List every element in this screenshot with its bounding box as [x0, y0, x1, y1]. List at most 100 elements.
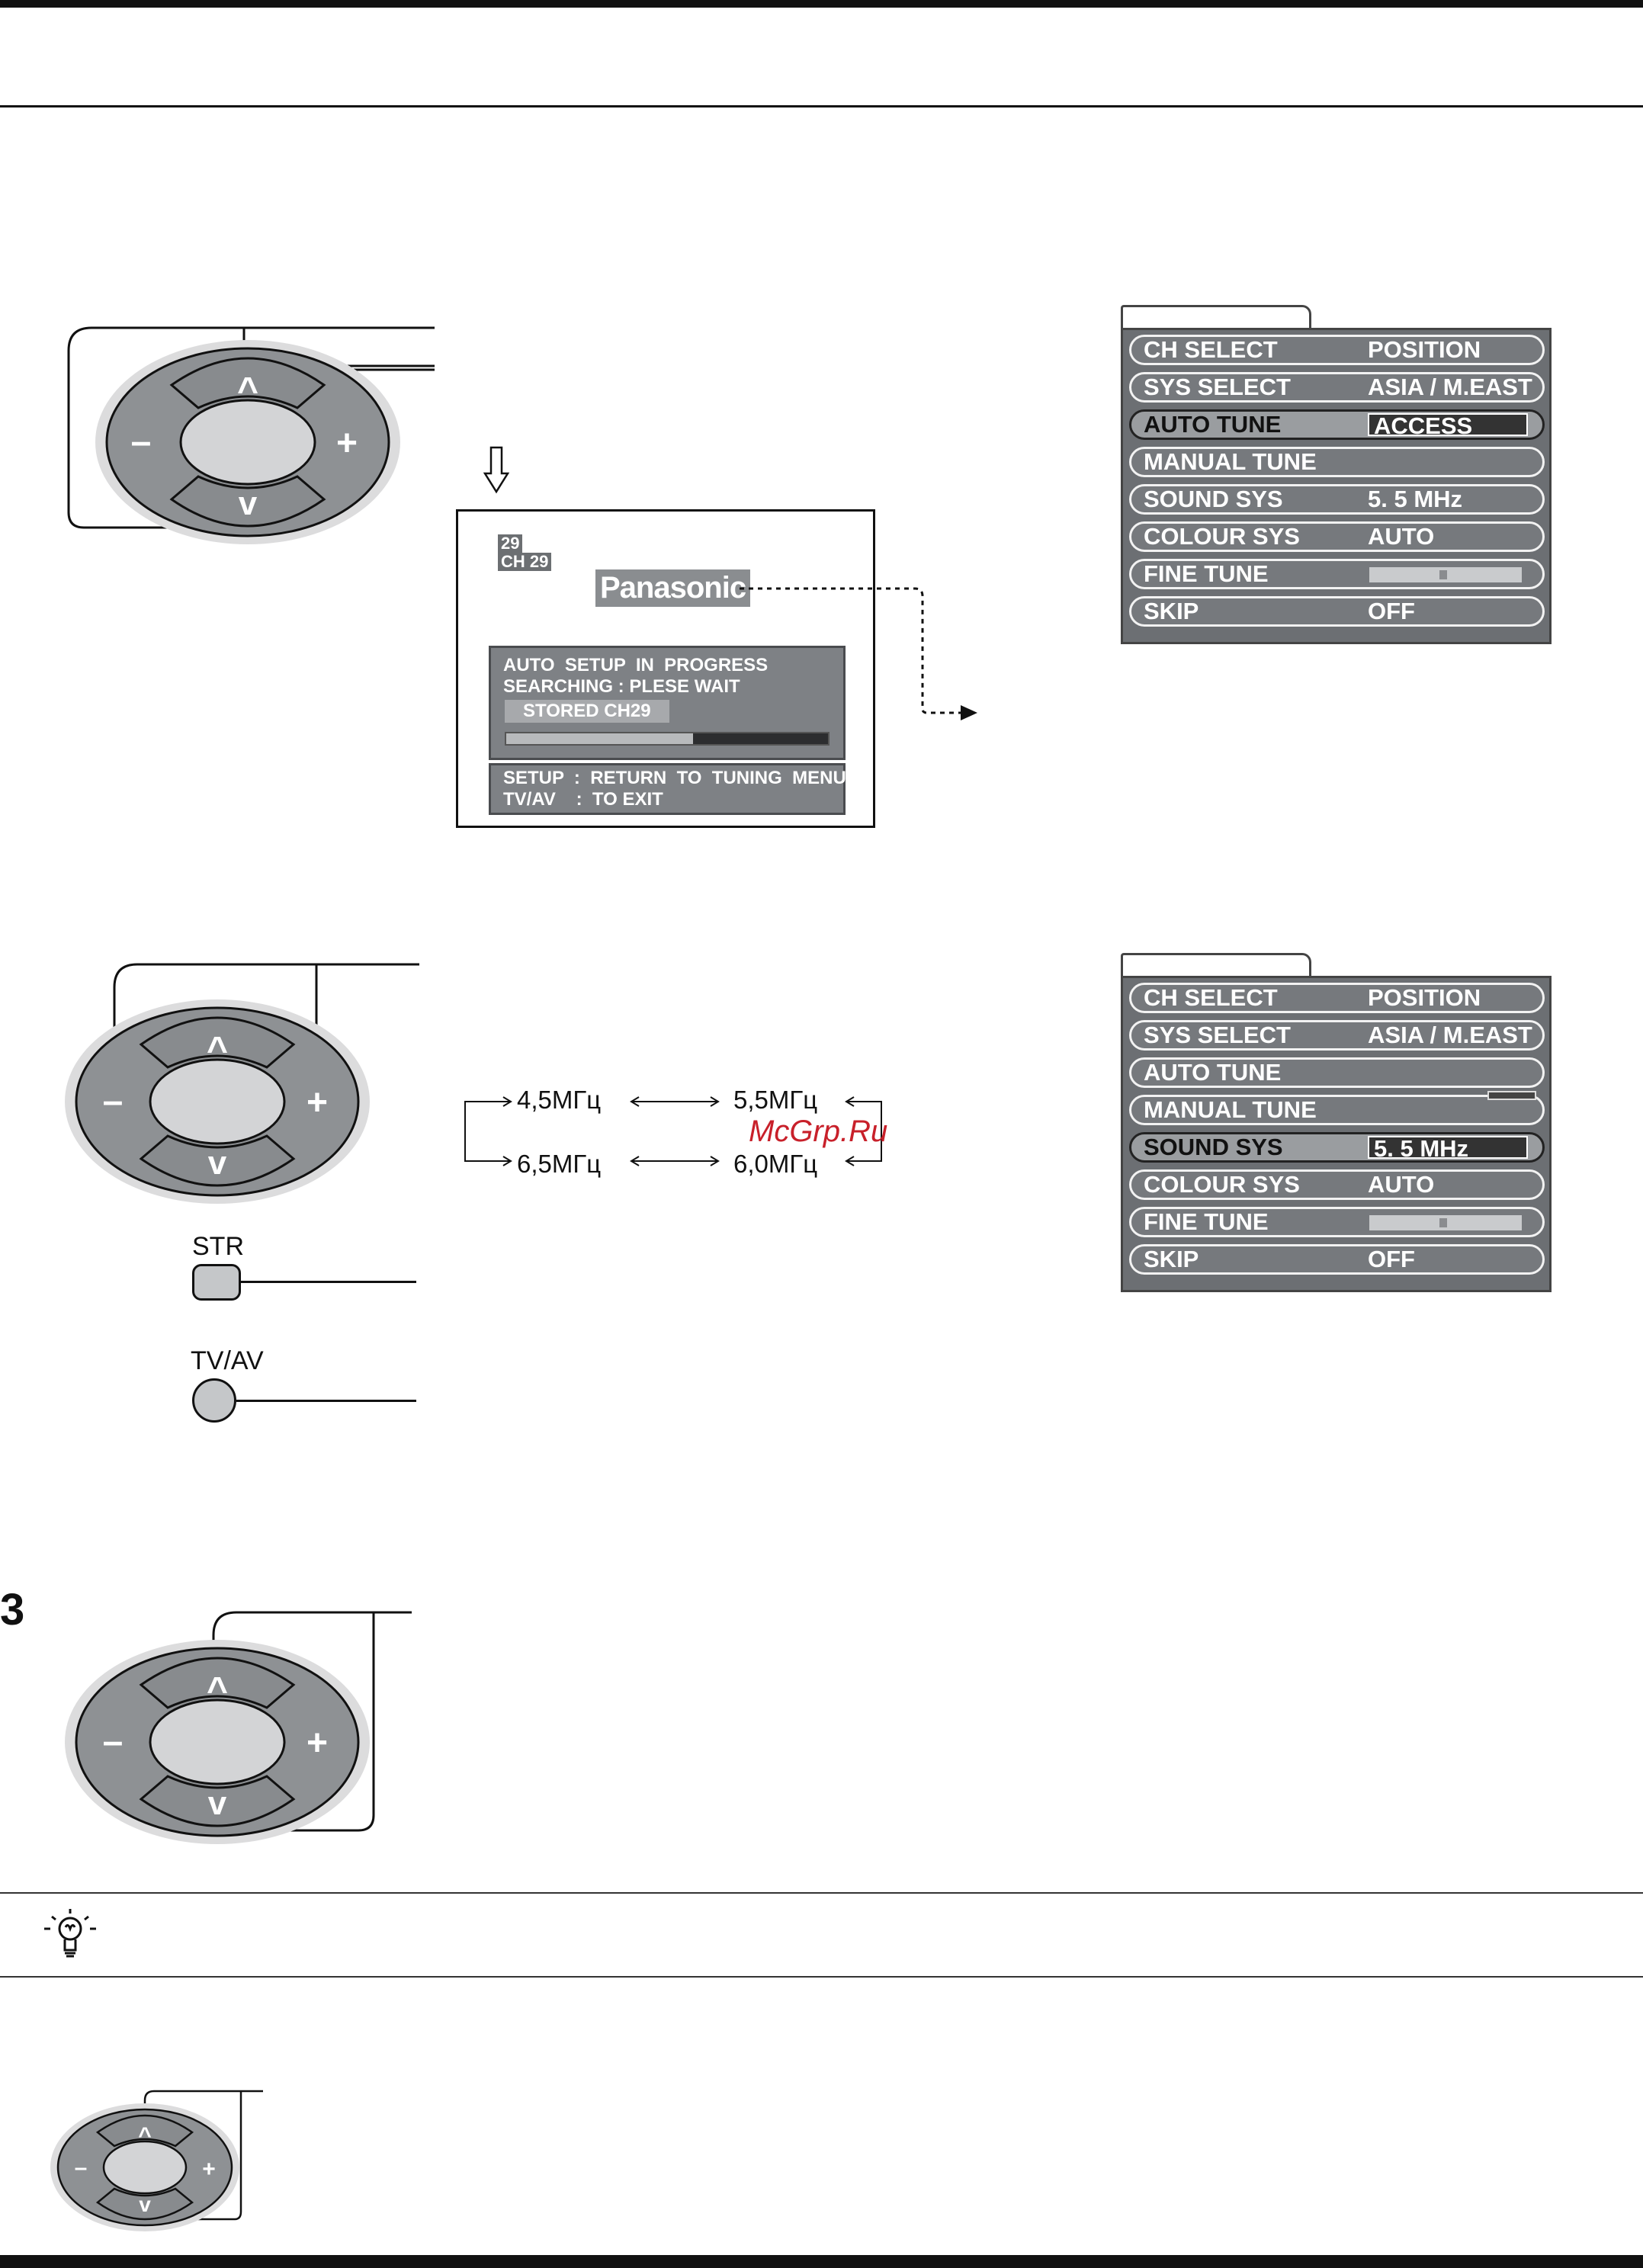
- tvav-label: TV/AV: [191, 1346, 264, 1375]
- slider-knob[interactable]: [1439, 570, 1447, 579]
- menu-row-value: ACCESS: [1368, 413, 1528, 438]
- hint-line-1: SETUP : RETURN TO TUNING MENU: [503, 768, 846, 788]
- watermark: McGrp.Ru: [749, 1115, 888, 1148]
- tvav-callout-line: [236, 1400, 416, 1402]
- progress-bar: [505, 732, 830, 746]
- menu-row-label: FINE TUNE: [1144, 560, 1269, 587]
- remote-pad-1: ^ v – +: [67, 326, 435, 544]
- brand-logo: Panasonic: [595, 569, 751, 607]
- menu-row-label: SOUND SYS: [1144, 486, 1283, 512]
- remote-pad-3: ^ v – +: [65, 1611, 412, 1844]
- menu-row[interactable]: SOUND SYS 5. 5 MHz: [1129, 484, 1545, 515]
- progress-bar-fill: [506, 733, 693, 744]
- svg-text:–: –: [103, 1081, 124, 1121]
- menu-row[interactable]: SYS SELECT ASIA / M.EAST: [1129, 372, 1545, 403]
- menu-row[interactable]: FINE TUNE: [1129, 1207, 1545, 1237]
- menu-tab: [1121, 305, 1311, 331]
- tuning-menu-top: CH SELECT POSITION SYS SELECT ASIA / M.EAST…: [1121, 305, 1552, 644]
- str-callout-line: [241, 1281, 416, 1283]
- menu-row[interactable]: FINE TUNE: [1129, 559, 1545, 589]
- svg-text:v: v: [208, 1144, 227, 1182]
- bottom-rule: [0, 2255, 1643, 2268]
- dotted-arrow: [740, 587, 977, 720]
- menu-row-label: AUTO TUNE: [1144, 411, 1282, 438]
- menu-row-label: FINE TUNE: [1144, 1208, 1269, 1235]
- hint-line-2: TV/AV : TO EXIT: [503, 789, 663, 810]
- menu-row-label: CH SELECT: [1144, 336, 1278, 363]
- menu-row-label: SYS SELECT: [1144, 374, 1291, 400]
- menu-row-value: POSITION: [1368, 984, 1481, 1011]
- menu-row-value: ASIA / M.EAST: [1368, 1022, 1532, 1048]
- step-number: 3: [0, 1585, 25, 1634]
- menu-row[interactable]: AUTO TUNE: [1129, 1057, 1545, 1088]
- up-key-shape: [169, 357, 326, 409]
- str-label: STR: [192, 1232, 244, 1261]
- menu-row-label: COLOUR SYS: [1144, 1171, 1300, 1198]
- menu-row[interactable]: CH SELECT POSITION: [1129, 983, 1545, 1013]
- svg-text:^: ^: [207, 1670, 228, 1711]
- menu-row-label: SYS SELECT: [1144, 1022, 1291, 1048]
- freq-6-5: 6,5МГц: [517, 1150, 602, 1178]
- svg-text:v: v: [208, 1785, 227, 1822]
- menu-row-label: AUTO TUNE: [1144, 1059, 1282, 1086]
- menu-row-value: ASIA / M.EAST: [1368, 374, 1532, 400]
- menu-row-value: OFF: [1368, 598, 1415, 624]
- fine-tune-slider[interactable]: [1369, 1215, 1522, 1230]
- menu-row-value: AUTO: [1368, 523, 1435, 550]
- svg-text:^: ^: [138, 2123, 152, 2148]
- str-button[interactable]: [192, 1264, 241, 1301]
- progress-line-1: AUTO SETUP IN PROGRESS: [503, 655, 769, 675]
- header-rule: [0, 105, 1643, 107]
- menu-row[interactable]: SOUND SYS 5. 5 MHz: [1129, 1132, 1545, 1163]
- menu-row-value: 5. 5 MHz: [1368, 486, 1463, 512]
- svg-text:^: ^: [237, 371, 258, 411]
- svg-text:–: –: [103, 1721, 124, 1762]
- indicator-icon: [1487, 1091, 1536, 1100]
- menu-row-label: SKIP: [1144, 1246, 1199, 1272]
- tip-rule-top: [0, 1892, 1643, 1894]
- remote-pad-2: ^ v – +: [65, 963, 419, 1204]
- menu-row[interactable]: SKIP OFF: [1129, 1244, 1545, 1275]
- down-arrow-icon: [483, 446, 509, 494]
- menu-row[interactable]: AUTO TUNE ACCESS: [1129, 409, 1545, 440]
- fine-tune-slider[interactable]: [1369, 567, 1522, 582]
- svg-text:v: v: [239, 485, 258, 522]
- tvav-button[interactable]: [192, 1378, 236, 1423]
- menu-row-label: CH SELECT: [1144, 984, 1278, 1011]
- menu-tab: [1121, 953, 1311, 979]
- freq-6-0: 6,0МГц: [733, 1150, 818, 1178]
- svg-text:^: ^: [207, 1030, 228, 1070]
- tuning-menu-bottom: CH SELECT POSITION SYS SELECT ASIA / M.EAST…: [1121, 953, 1552, 1292]
- menu-row-label: MANUAL TUNE: [1144, 448, 1317, 475]
- menu-row[interactable]: MANUAL TUNE: [1129, 447, 1545, 477]
- menu-row-value: 5. 5 MHz: [1368, 1136, 1528, 1160]
- hint-panel: SETUP : RETURN TO TUNING MENU TV/AV : TO…: [489, 763, 846, 815]
- menu-row[interactable]: COLOUR SYS AUTO: [1129, 521, 1545, 552]
- svg-text:+: +: [306, 1083, 328, 1123]
- stored-channel: STORED CH29: [505, 700, 669, 723]
- menu-row-value: OFF: [1368, 1246, 1415, 1272]
- freq-5-5: 5,5МГц: [733, 1086, 818, 1114]
- menu-row-label: SOUND SYS: [1144, 1134, 1283, 1160]
- menu-row-label: SKIP: [1144, 598, 1199, 624]
- cycle-arrows: [464, 1096, 882, 1166]
- menu-row[interactable]: SYS SELECT ASIA / M.EAST: [1129, 1020, 1545, 1051]
- slider-knob[interactable]: [1439, 1218, 1447, 1227]
- menu-row[interactable]: CH SELECT POSITION: [1129, 335, 1545, 365]
- lightbulb-icon: [44, 1909, 96, 1958]
- auto-setup-screen: 29 CH 29 Panasonic AUTO SETUP IN PROGRES…: [456, 509, 875, 828]
- menu-row-label: MANUAL TUNE: [1144, 1096, 1317, 1123]
- menu-row-value: POSITION: [1368, 336, 1481, 363]
- svg-text:v: v: [139, 2193, 151, 2216]
- menu-row[interactable]: MANUAL TUNE: [1129, 1091, 1545, 1125]
- menu-row[interactable]: SKIP OFF: [1129, 596, 1545, 627]
- svg-text:–: –: [131, 422, 152, 462]
- remote-pad-4: ^ v – +: [50, 2090, 263, 2231]
- menu-body: CH SELECT POSITION SYS SELECT ASIA / M.EAST…: [1121, 976, 1552, 1292]
- menu-row-label: COLOUR SYS: [1144, 523, 1300, 550]
- freq-4-5: 4,5МГц: [517, 1086, 602, 1114]
- tip-rule-bottom: [0, 1976, 1643, 1978]
- channel-number: 29: [498, 534, 523, 553]
- progress-line-2: SEARCHING : PLESE WAIT: [503, 676, 740, 697]
